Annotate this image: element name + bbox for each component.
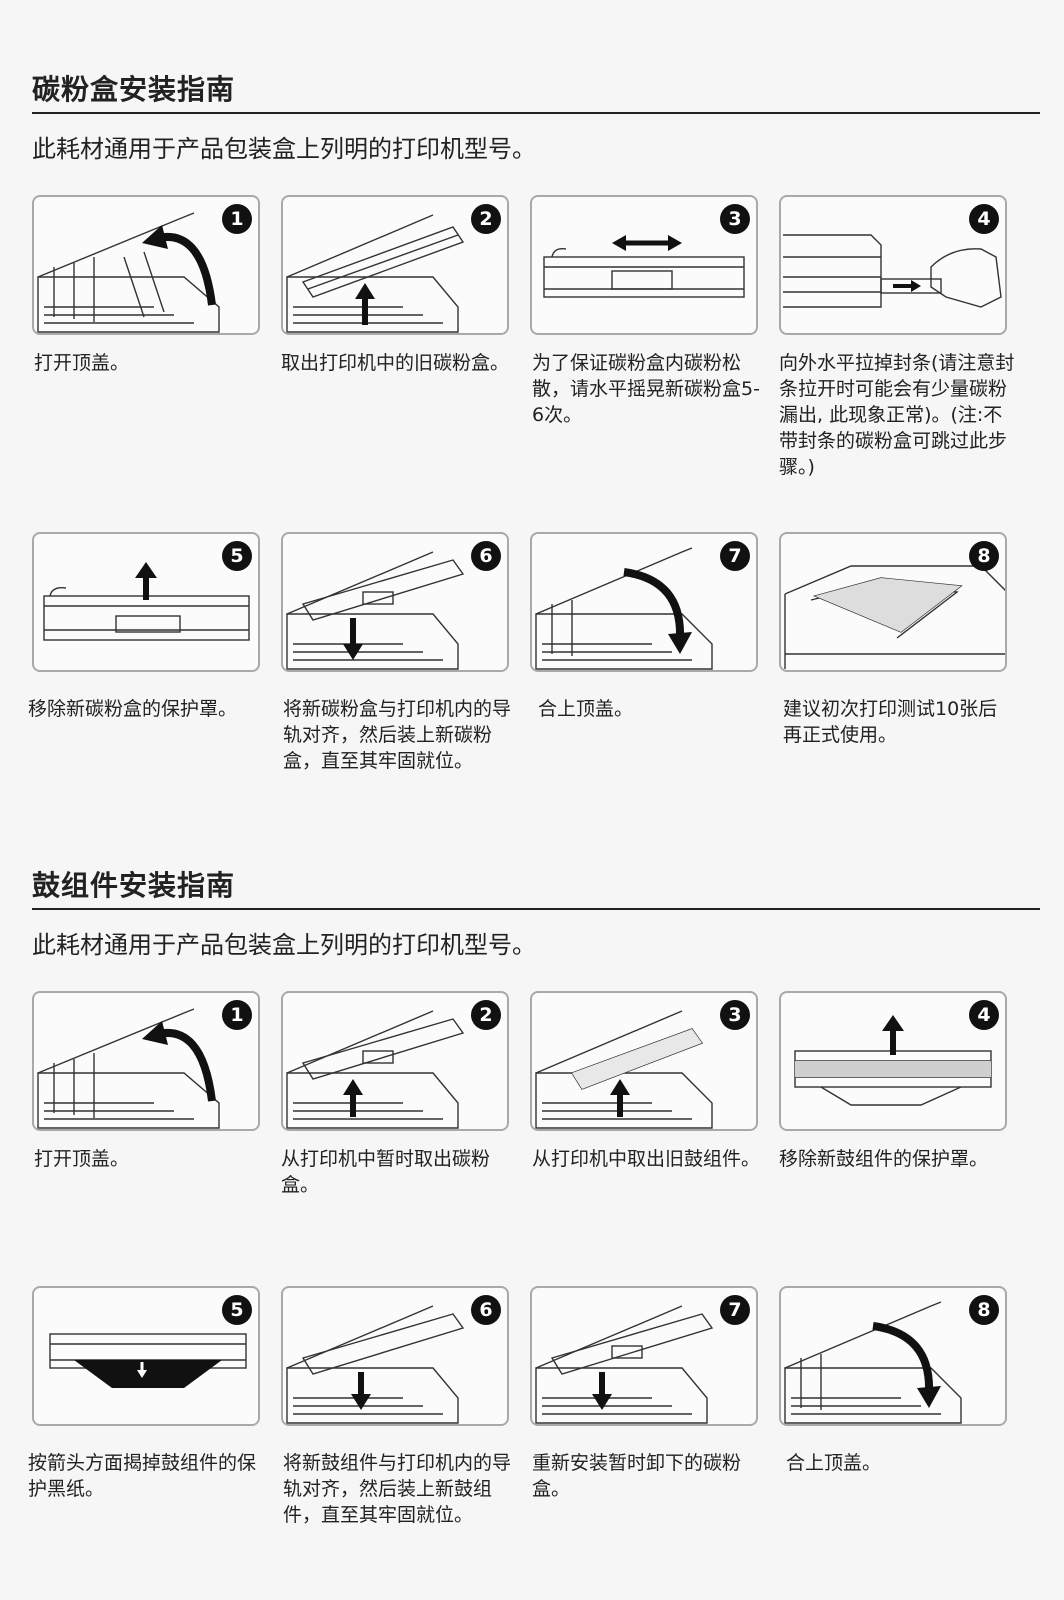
toner-step-1-illustration: 1 (32, 195, 260, 335)
insert-drum-illustration (286, 1305, 465, 1424)
close-lid-illustration (535, 547, 713, 670)
step-number-badge: 6 (471, 1295, 501, 1325)
remove-cover-illustration (43, 562, 250, 641)
step-number-badge: 1 (222, 204, 252, 234)
drum-step-5-caption: 按箭头方面揭掉鼓组件的保护黑纸。 (28, 1452, 257, 1500)
close-lid-illustration (784, 1301, 962, 1424)
drum-step-5-illustration: 5 (32, 1286, 260, 1426)
step-number-badge: 4 (969, 1000, 999, 1030)
step-number-badge: 5 (222, 541, 252, 571)
toner-section: 碳粉盒安装指南 此耗材通用于产品包装盒上列明的打印机型号。 (32, 68, 1040, 166)
drum-step-3-illustration: 3 (530, 991, 758, 1131)
step-number-badge: 3 (720, 1000, 750, 1030)
toner-step-7-caption: 合上顶盖。 (538, 698, 634, 720)
drum-step-2-caption: 从打印机中暂时取出碳粉盒。 (281, 1148, 491, 1196)
toner-step-3-illustration: 3 (530, 195, 758, 335)
drum-step-3-caption: 从打印机中取出旧鼓组件。 (532, 1148, 761, 1170)
toner-step-1-caption: 打开顶盖。 (34, 352, 130, 374)
drum-step-4-illustration: 4 (779, 991, 1007, 1131)
toner-step-8-illustration: 8 (779, 532, 1007, 672)
toner-step-5-illustration: 5 (32, 532, 260, 672)
toner-title: 碳粉盒安装指南 (32, 68, 1040, 114)
step-number-badge: 8 (969, 541, 999, 571)
step-number-badge: 6 (471, 541, 501, 571)
drum-step-7-illustration: 7 (530, 1286, 758, 1426)
step-number-badge: 7 (720, 1295, 750, 1325)
drum-step-6-illustration: 6 (281, 1286, 509, 1426)
remove-drum-illustration (535, 1010, 713, 1129)
remove-cartridge-illustration (286, 214, 465, 333)
test-print-illustration (784, 565, 1005, 669)
toner-step-2-caption: 取出打印机中的旧碳粉盒。 (281, 352, 510, 374)
step-number-badge: 1 (222, 1000, 252, 1030)
step-number-badge: 5 (222, 1295, 252, 1325)
drum-step-1-caption: 打开顶盖。 (34, 1148, 130, 1170)
toner-step-6-caption: 将新碳粉盒与打印机内的导轨对齐，然后装上新碳粉盒，直至其牢固就位。 (283, 698, 512, 772)
toner-step-8-caption: 建议初次打印测试10张后再正式使用。 (783, 698, 998, 746)
open-lid-illustration (37, 1008, 220, 1129)
reinstall-cartridge-illustration (535, 1305, 714, 1424)
peel-black-paper-illustration (49, 1333, 247, 1388)
toner-step-6-illustration: 6 (281, 532, 509, 672)
step-number-badge: 2 (471, 204, 501, 234)
remove-cartridge-illustration (286, 1010, 465, 1129)
toner-step-2-illustration: 2 (281, 195, 509, 335)
step-number-badge: 7 (720, 541, 750, 571)
drum-step-4-caption: 移除新鼓组件的保护罩。 (779, 1148, 989, 1170)
drum-step-8-caption: 合上顶盖。 (786, 1452, 882, 1474)
drum-step-8-illustration: 8 (779, 1286, 1007, 1426)
toner-step-5-caption: 移除新碳粉盒的保护罩。 (28, 698, 238, 720)
shake-cartridge-illustration (543, 235, 745, 298)
drum-step-2-illustration: 2 (281, 991, 509, 1131)
toner-step-7-illustration: 7 (530, 532, 758, 672)
toner-subtitle: 此耗材通用于产品包装盒上列明的打印机型号。 (32, 135, 536, 163)
step-number-badge: 3 (720, 204, 750, 234)
drum-subtitle: 此耗材通用于产品包装盒上列明的打印机型号。 (32, 931, 536, 959)
drum-step-1-illustration: 1 (32, 991, 260, 1131)
step-number-badge: 2 (471, 1000, 501, 1030)
toner-step-4-illustration: 4 (779, 195, 1007, 335)
drum-step-6-caption: 将新鼓组件与打印机内的导轨对齐，然后装上新鼓组件，直至其牢固就位。 (283, 1452, 512, 1526)
step-number-badge: 4 (969, 204, 999, 234)
toner-step-4-caption: 向外水平拉掉封条(请注意封条拉开时可能会有少量碳粉漏出, 此现象正常)。(注:不… (779, 352, 1015, 478)
remove-drum-cover-illustration (794, 1015, 992, 1106)
drum-section: 鼓组件安装指南 此耗材通用于产品包装盒上列明的打印机型号。 (32, 864, 1040, 962)
pull-seal-illustration (783, 234, 1002, 308)
drum-step-7-caption: 重新安装暂时卸下的碳粉盒。 (532, 1452, 742, 1500)
step-number-badge: 8 (969, 1295, 999, 1325)
toner-step-3-caption: 为了保证碳粉盒内碳粉松散，请水平摇晃新碳粉盒5-6次。 (532, 352, 760, 426)
drum-title: 鼓组件安装指南 (32, 864, 1040, 910)
open-lid-illustration (37, 212, 220, 333)
insert-cartridge-illustration (286, 551, 465, 670)
